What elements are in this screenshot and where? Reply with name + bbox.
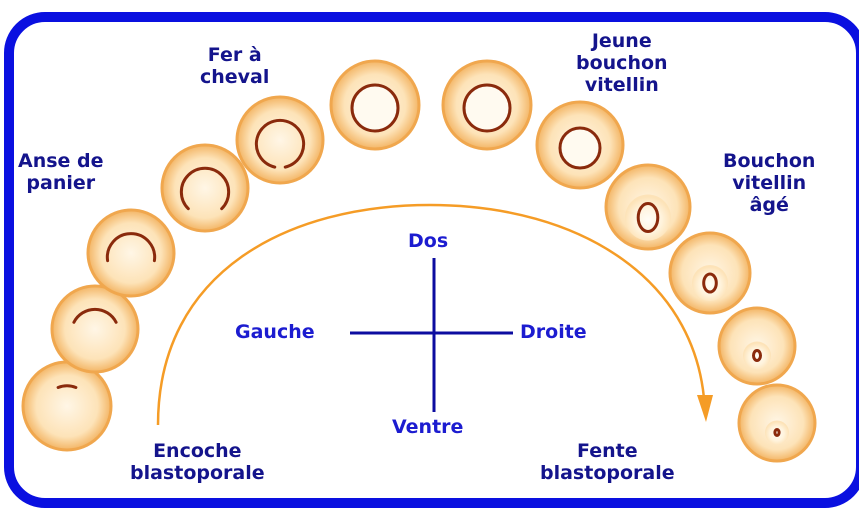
label-line: bouchon — [576, 52, 668, 74]
egg-stage-4 — [162, 145, 248, 231]
label-fer-a-cheval: Fer à cheval — [200, 44, 269, 88]
axis-label-gauche: Gauche — [235, 321, 315, 343]
label-fente-blastoporale: Fente blastoporale — [540, 440, 675, 484]
egg-stage-5 — [237, 97, 323, 183]
label-bouchon-vitellin-age: Bouchon vitellin âgé — [723, 150, 815, 216]
label-line: âgé — [723, 194, 815, 216]
egg-sequence — [23, 61, 815, 461]
label-line: Fente — [540, 440, 675, 462]
yolk-plug-glow — [765, 421, 789, 445]
axis-label-ventre: Ventre — [392, 416, 463, 438]
yolk-plug-ring — [560, 128, 600, 168]
label-encoche-blastoporale: Encoche blastoporale — [130, 440, 265, 484]
label-line: vitellin — [723, 172, 815, 194]
label-line: Fer à — [200, 44, 269, 66]
axis-label-dos: Dos — [408, 230, 448, 252]
label-line: blastoporale — [130, 462, 265, 484]
yolk-plug-glow — [692, 265, 728, 301]
yolk-plug-ring — [352, 85, 398, 131]
egg-stage-3 — [88, 210, 174, 296]
label-anse-de-panier: Anse de panier — [18, 150, 104, 194]
yolk-plug-glow — [743, 342, 771, 370]
label-line: panier — [18, 172, 104, 194]
label-line: Anse de — [18, 150, 104, 172]
arrow-head-icon — [697, 395, 713, 422]
egg-stage-2 — [52, 286, 138, 372]
label-line: vitellin — [576, 74, 668, 96]
yolk-plug-ring — [464, 85, 510, 131]
label-line: Encoche — [130, 440, 265, 462]
label-jeune-bouchon-vitellin: Jeune bouchon vitellin — [576, 30, 668, 96]
yolk-plug-glow — [625, 195, 671, 241]
label-line: cheval — [200, 66, 269, 88]
axis-label-droite: Droite — [520, 321, 587, 343]
label-line: Bouchon — [723, 150, 815, 172]
label-line: Jeune — [576, 30, 668, 52]
egg-stage-1 — [23, 362, 111, 450]
label-line: blastoporale — [540, 462, 675, 484]
